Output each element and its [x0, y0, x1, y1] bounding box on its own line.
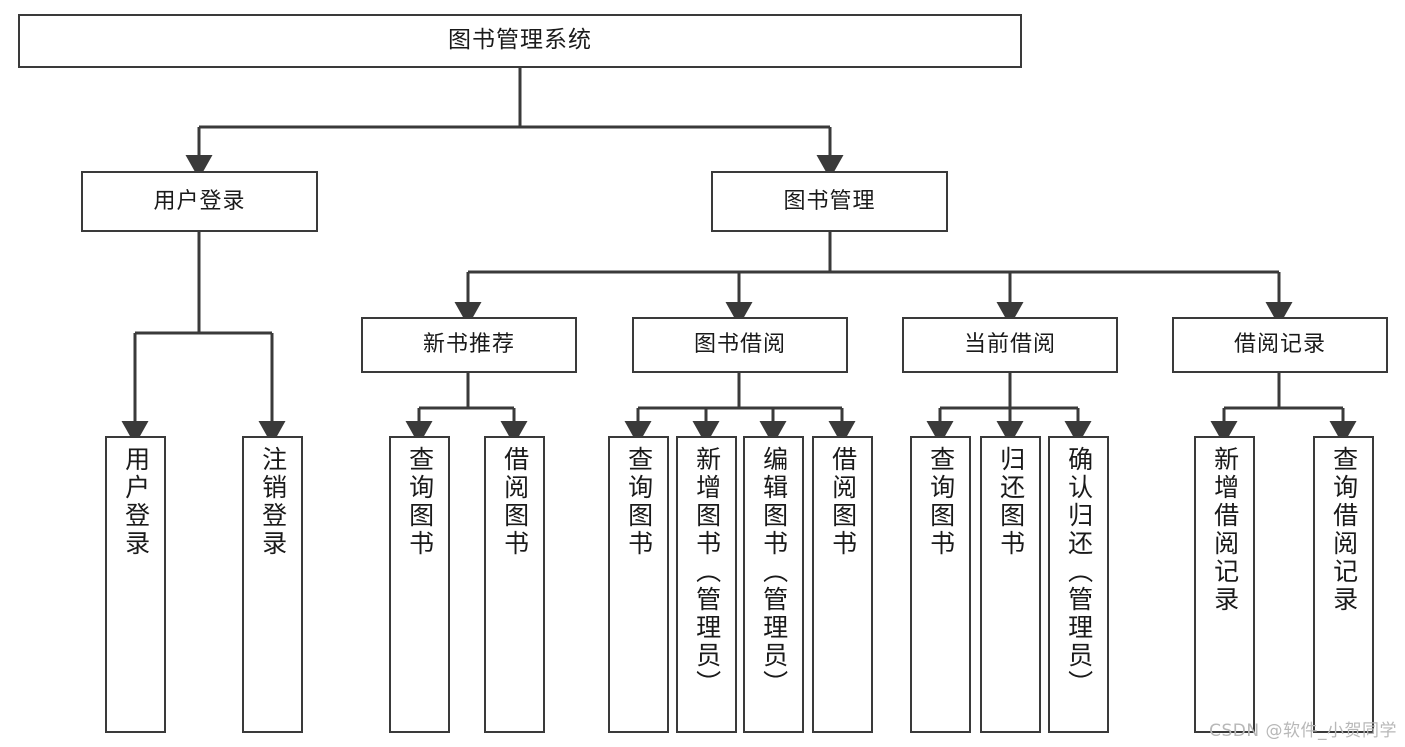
node-root[interactable]: 图书管理系统	[18, 14, 1022, 68]
node-leaf-query-book-3[interactable]: 查询图书	[910, 436, 971, 733]
node-book-borrow[interactable]: 图书借阅	[632, 317, 848, 373]
node-leaf-confirm-return[interactable]: 确认归还（管理员）	[1048, 436, 1109, 733]
node-new-book-rec[interactable]: 新书推荐	[361, 317, 577, 373]
node-leaf-user-login[interactable]: 用户登录	[105, 436, 166, 733]
node-leaf-return-book-label: 归还图书	[996, 446, 1026, 558]
node-leaf-user-login-label: 用户登录	[121, 446, 151, 558]
node-leaf-add-record-label: 新增借阅记录	[1210, 446, 1240, 614]
node-book-manage[interactable]: 图书管理	[711, 171, 948, 232]
node-leaf-logout-label: 注销登录	[258, 446, 288, 558]
node-leaf-edit-book[interactable]: 编辑图书（管理员）	[743, 436, 804, 733]
node-current-borrow-label: 当前借阅	[963, 332, 1056, 358]
node-leaf-logout[interactable]: 注销登录	[242, 436, 303, 733]
node-leaf-add-book[interactable]: 新增图书（管理员）	[676, 436, 737, 733]
node-root-label: 图书管理系统	[448, 27, 592, 54]
node-leaf-add-record[interactable]: 新增借阅记录	[1194, 436, 1255, 733]
node-leaf-query-book-2-label: 查询图书	[624, 446, 654, 558]
node-leaf-return-book[interactable]: 归还图书	[980, 436, 1041, 733]
node-leaf-query-record-label: 查询借阅记录	[1329, 446, 1359, 614]
node-borrow-record[interactable]: 借阅记录	[1172, 317, 1388, 373]
node-new-book-rec-label: 新书推荐	[422, 332, 515, 358]
node-leaf-borrow-book-2-label: 借阅图书	[828, 446, 858, 558]
node-leaf-confirm-return-label: 确认归还（管理员）	[1064, 446, 1094, 698]
node-book-manage-label: 图书管理	[783, 188, 876, 214]
node-leaf-query-book-1[interactable]: 查询图书	[389, 436, 450, 733]
node-current-borrow[interactable]: 当前借阅	[902, 317, 1118, 373]
node-leaf-query-record[interactable]: 查询借阅记录	[1313, 436, 1374, 733]
node-book-borrow-label: 图书借阅	[693, 332, 786, 358]
node-leaf-query-book-2[interactable]: 查询图书	[608, 436, 669, 733]
node-leaf-borrow-book-2[interactable]: 借阅图书	[812, 436, 873, 733]
node-leaf-borrow-book-1[interactable]: 借阅图书	[484, 436, 545, 733]
node-leaf-add-book-label: 新增图书（管理员）	[692, 446, 722, 698]
node-user-login-label: 用户登录	[153, 188, 246, 214]
node-leaf-query-book-1-label: 查询图书	[405, 446, 435, 558]
node-leaf-query-book-3-label: 查询图书	[926, 446, 956, 558]
node-leaf-edit-book-label: 编辑图书（管理员）	[759, 446, 789, 698]
node-borrow-record-label: 借阅记录	[1233, 332, 1326, 358]
node-leaf-borrow-book-1-label: 借阅图书	[500, 446, 530, 558]
node-user-login[interactable]: 用户登录	[81, 171, 318, 232]
